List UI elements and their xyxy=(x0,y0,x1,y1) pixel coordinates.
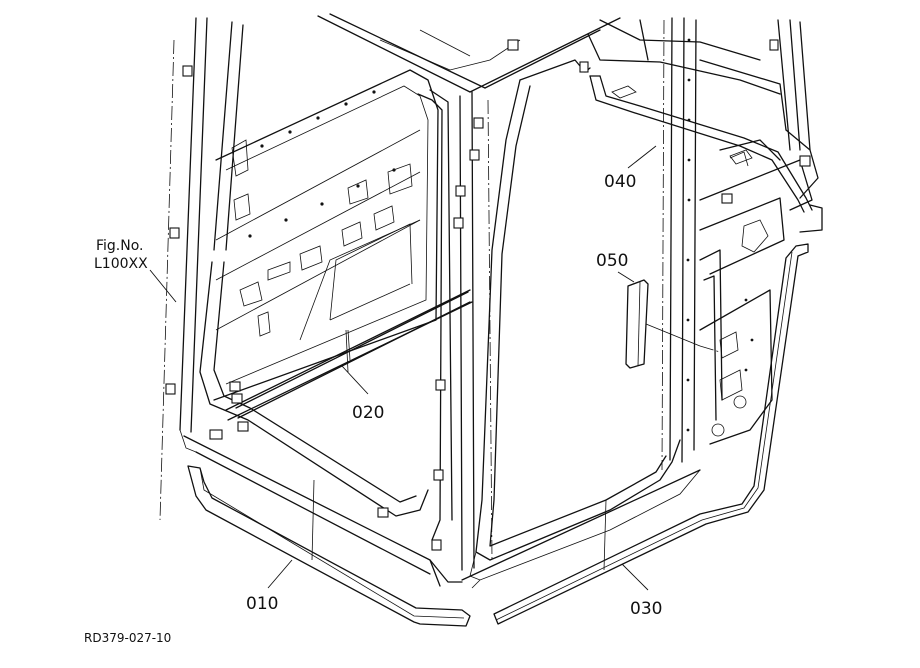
rear-window-frame xyxy=(469,59,701,589)
cab-frame-left-pillar xyxy=(159,17,244,521)
part-020-strip xyxy=(235,291,471,419)
part-label-010: 010 xyxy=(246,594,278,614)
bolt-dots xyxy=(248,38,754,432)
door-hardware xyxy=(231,139,413,337)
part-010-seal xyxy=(187,465,471,627)
cab-frame-rear-pillar xyxy=(661,17,819,471)
cab-right-corner xyxy=(699,139,823,445)
cab-floor-base xyxy=(183,329,701,587)
part-050-seal-piece xyxy=(625,279,721,369)
part-label-040: 040 xyxy=(604,172,636,192)
drawing-code: RD379-027-10 xyxy=(84,631,171,645)
mounting-blocks xyxy=(165,39,811,551)
part-label-030: 030 xyxy=(630,599,662,619)
part-label-050: 050 xyxy=(596,251,628,271)
cab-frame-roof xyxy=(317,13,787,131)
leader-lines xyxy=(149,145,657,591)
cab-frame-center-pillar xyxy=(417,89,493,571)
part-040-seal xyxy=(589,75,813,213)
figure-ref-label-line2: L100XX xyxy=(94,256,148,272)
part-label-020: 020 xyxy=(352,403,384,423)
left-door-panel xyxy=(199,69,473,517)
figure-ref-label-line1: Fig.No. xyxy=(96,238,144,254)
part-030-seal xyxy=(493,243,809,625)
